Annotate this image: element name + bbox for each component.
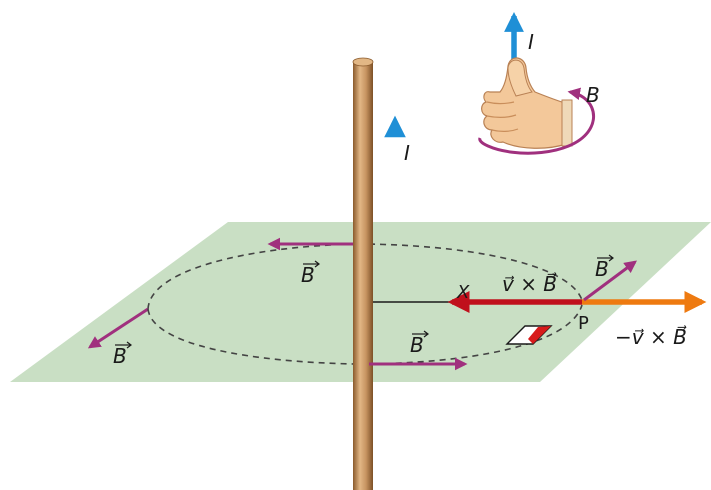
label-neg-vxb: −v⃗ × B⃗ [615,324,687,349]
svg-text:B: B [113,344,127,368]
svg-text:B: B [301,263,315,287]
label-field-left: B [113,341,132,368]
label-point-x: X [456,282,470,303]
label-current-wire: I [404,141,410,165]
label-vxb: v⃗ × B⃗ [502,271,557,296]
right-hand-icon [478,12,595,155]
label-field-bottom: B [410,330,429,357]
label-field-at-p: B [595,254,614,281]
velocity-marker [505,325,553,345]
label-field-hand: B [586,83,600,107]
wire [352,57,374,490]
label-current-hand: I [528,30,534,54]
field-line-circle-back [147,243,583,310]
label-field-top-left: B [301,260,320,287]
svg-text:B: B [595,257,609,281]
svg-text:B: B [410,333,424,357]
field-arrow-at-p [583,260,638,302]
field-arrow-left [87,307,149,349]
label-point-p: P [578,313,589,334]
